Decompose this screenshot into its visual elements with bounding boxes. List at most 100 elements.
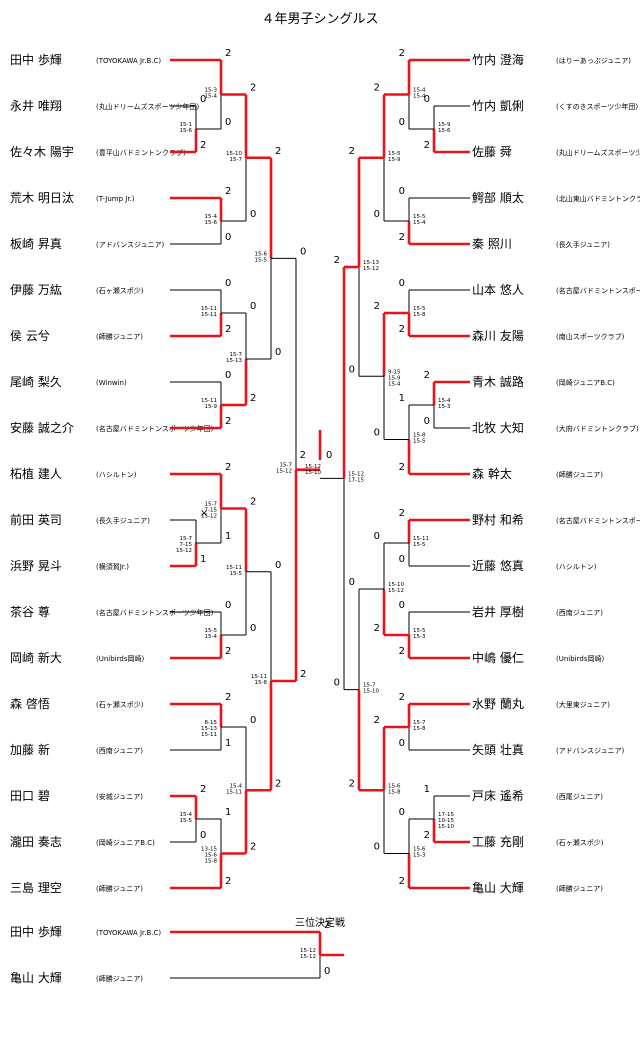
- match-score: 15-5: [180, 818, 193, 824]
- match-score: 15-4: [413, 220, 426, 226]
- player-name: 田中 歩輝: [10, 924, 62, 939]
- player-name: 柘植 建人: [10, 466, 62, 481]
- match-score: 15-5: [413, 542, 426, 548]
- player-club: (西尾ジュニア): [556, 793, 603, 801]
- match-score: 15-4: [205, 94, 218, 100]
- player-club: (師勝ジュニア): [556, 884, 603, 893]
- match-score: 15-4: [205, 214, 218, 220]
- match-score: 15-10: [363, 689, 379, 695]
- match-score: 9-15: [388, 369, 401, 375]
- player-name: 竹内 凱俐: [472, 99, 524, 113]
- player-name: 北牧 大知: [472, 421, 524, 435]
- third-place-title: 三位決定戦: [295, 916, 345, 929]
- match-result: 0: [374, 531, 380, 542]
- match-result: 0: [424, 416, 430, 427]
- match-result: 0: [399, 117, 405, 128]
- player-name: 板崎 昇真: [10, 237, 62, 251]
- match-result: 2: [374, 83, 380, 94]
- match-result: 0: [300, 246, 306, 257]
- player-club: (長久手ジュニア): [556, 240, 610, 249]
- match-result: 0: [374, 209, 380, 220]
- match-score: 15-8: [205, 859, 218, 865]
- player-club: (Unibirds岡崎): [96, 654, 144, 663]
- match-score: 15-12: [276, 469, 292, 475]
- match-result: 1: [399, 393, 405, 404]
- match-score: 15-13: [363, 260, 379, 266]
- match-result: 0: [275, 560, 281, 571]
- match-result: 0: [334, 678, 340, 689]
- match-result: 2: [399, 646, 405, 657]
- match-result: 2: [349, 146, 355, 157]
- player-name: 岡崎 新大: [10, 650, 62, 665]
- player-club: (名古屋バドミントンスポーツ少年団): [556, 516, 640, 525]
- match-result: 2: [424, 830, 430, 841]
- match-score: 15-7: [180, 536, 193, 542]
- player-name: 近藤 悠真: [472, 558, 524, 573]
- match-score: 15-9: [438, 122, 451, 128]
- player-club: (岡崎ジュニアB.C): [556, 378, 615, 387]
- player-club: (名古屋バドミントンスポーツ少年団): [96, 608, 214, 617]
- player-name: 佐々木 陽宇: [10, 145, 74, 159]
- match-result: 1: [225, 531, 231, 542]
- player-name: 野村 和希: [472, 512, 524, 527]
- player-club: (西南ジュニア): [96, 746, 143, 755]
- match-score: 15-3: [205, 88, 218, 94]
- match-score: 15-5: [388, 151, 401, 157]
- player-club: (石ヶ瀬スポ少): [96, 700, 144, 709]
- match-score: 15-12: [348, 471, 364, 477]
- match-score: 15-7: [205, 502, 218, 508]
- match-result: 2: [374, 301, 380, 312]
- page-title: ４年男子シングルス: [261, 12, 379, 27]
- player-name: 三島 理空: [10, 880, 62, 895]
- match-score: 15-11: [201, 732, 217, 738]
- match-result: 0: [374, 842, 380, 853]
- match-result: 2: [275, 778, 281, 789]
- match-result: 2: [225, 876, 231, 887]
- player-name: 尾崎 梨久: [10, 375, 62, 389]
- match-score: 15-6: [205, 220, 218, 226]
- match-score: 15-5: [413, 214, 426, 220]
- match-result: 0: [250, 209, 256, 220]
- match-result: 0: [225, 600, 231, 611]
- match-score: 15-6: [438, 128, 451, 134]
- match-result: 2: [225, 416, 231, 427]
- player-name: 岩井 厚樹: [472, 604, 524, 619]
- match-score: 15-8: [413, 312, 426, 318]
- match-score: 15-1: [180, 122, 192, 128]
- match-score: 15-13: [201, 726, 217, 732]
- match-result: 2: [250, 497, 256, 508]
- match-result: 0: [374, 428, 380, 439]
- match-score: 15-7: [413, 720, 426, 726]
- match-score: 15-7: [363, 683, 376, 689]
- player-name: 戸床 遙希: [472, 788, 524, 803]
- match-score: 15-6: [205, 853, 218, 859]
- player-club: (師勝ジュニア): [556, 470, 603, 479]
- match-result: 2: [300, 669, 306, 680]
- match-result: 2: [200, 140, 206, 151]
- match-score: 15-9: [388, 375, 401, 381]
- player-name: 水野 蘭丸: [472, 697, 524, 711]
- match-score: 15-12: [300, 954, 316, 960]
- match-result: 1: [200, 554, 206, 565]
- match-result: 2: [424, 140, 430, 151]
- match-score: 15-6: [180, 128, 193, 134]
- player-name: 瀧田 奏志: [10, 835, 62, 849]
- player-name: 佐藤 舜: [472, 144, 512, 159]
- match-score: 15-3: [413, 853, 426, 859]
- final-result: 2: [300, 450, 306, 461]
- match-score: 17-15: [348, 477, 364, 483]
- match-result: 1: [225, 738, 231, 749]
- match-score: 15-5: [230, 571, 243, 577]
- match-result: 0: [225, 117, 231, 128]
- player-club: (Unibirds岡崎): [556, 654, 604, 663]
- player-club: (ハシルトン): [96, 471, 137, 479]
- match-result: 2: [225, 324, 231, 335]
- match-result: 2: [374, 623, 380, 634]
- player-name: 青木 誠路: [472, 374, 524, 389]
- player-name: 前田 英司: [10, 512, 62, 527]
- match-result: 2: [200, 784, 206, 795]
- match-score: 7-15: [205, 508, 218, 514]
- match-score: 7-15: [180, 542, 193, 548]
- match-result: 1: [225, 807, 231, 818]
